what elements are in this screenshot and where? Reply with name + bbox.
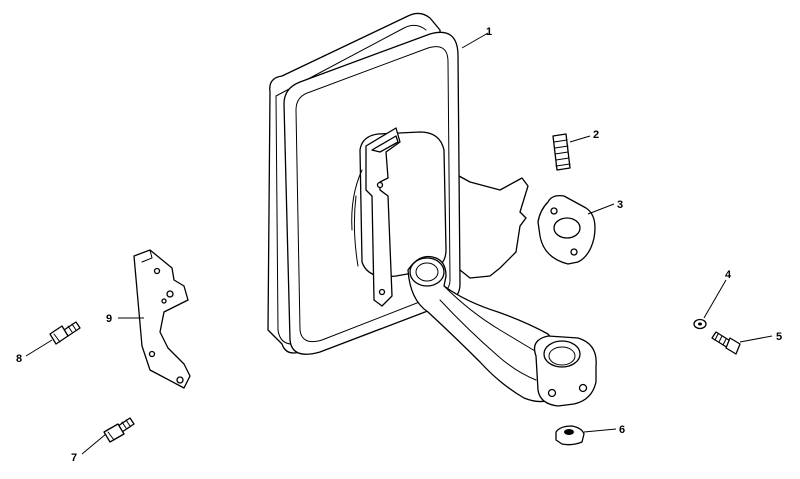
- leader-3: [587, 203, 615, 215]
- callout-4: 4: [725, 269, 732, 281]
- leader-1: [461, 32, 489, 49]
- leader-2: [569, 135, 591, 143]
- leader-lines: [25, 32, 773, 455]
- callout-3: 3: [617, 199, 623, 211]
- exhaust-gasket[interactable]: [537, 194, 596, 265]
- leader-8: [25, 339, 53, 357]
- callout-labels: 1 2 3 4 5 6 7 8 9: [16, 26, 782, 464]
- callout-7: 7: [71, 452, 77, 464]
- hex-bolt-5[interactable]: [711, 331, 741, 355]
- callout-6: 6: [619, 424, 625, 436]
- mounting-bracket[interactable]: [133, 249, 191, 389]
- exhaust-stud[interactable]: [552, 133, 571, 171]
- muffler-mounting-strap[interactable]: [365, 127, 401, 307]
- hex-nut[interactable]: [555, 425, 585, 446]
- leader-7: [81, 433, 107, 455]
- hex-bolt-8[interactable]: [49, 321, 81, 345]
- callout-8: 8: [16, 353, 22, 365]
- lock-washer[interactable]: [693, 318, 707, 330]
- callout-5: 5: [776, 331, 782, 343]
- callout-1: 1: [486, 26, 492, 38]
- callout-2: 2: [593, 129, 599, 141]
- exhaust-pipe[interactable]: [407, 255, 597, 407]
- leader-5: [739, 335, 773, 343]
- leader-6: [583, 428, 617, 433]
- hex-bolt-7[interactable]: [103, 417, 135, 443]
- leader-4: [703, 279, 727, 319]
- muffler-rear-bracket[interactable]: [447, 169, 529, 279]
- callout-9: 9: [106, 313, 112, 325]
